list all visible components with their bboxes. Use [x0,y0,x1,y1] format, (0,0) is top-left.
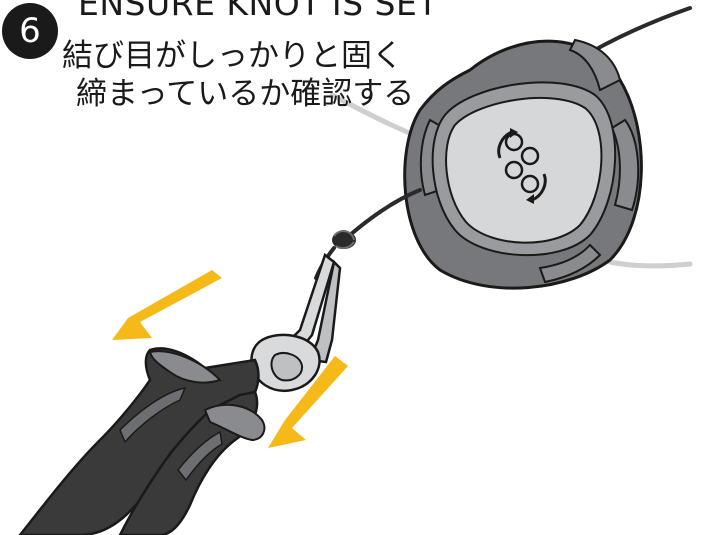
pull-arrow-left [112,270,222,340]
step-number: 6 [19,11,41,51]
pull-arrow-right [268,356,348,448]
knot [332,230,356,250]
heading-japanese-line-2: 締まっているか確認する [76,76,415,112]
rotate-arrows-icon [497,128,547,204]
trimmer-line-light-right [607,259,693,269]
trimmer-line-dark-knot [348,188,422,237]
heading-japanese-line-1: 結び目がしっかりと固く [62,38,403,74]
step-badge: 6 [2,3,58,59]
heading-english: ENSURE KNOT IS SET [78,0,438,23]
trimmer-head [403,38,643,290]
pliers [18,252,342,535]
